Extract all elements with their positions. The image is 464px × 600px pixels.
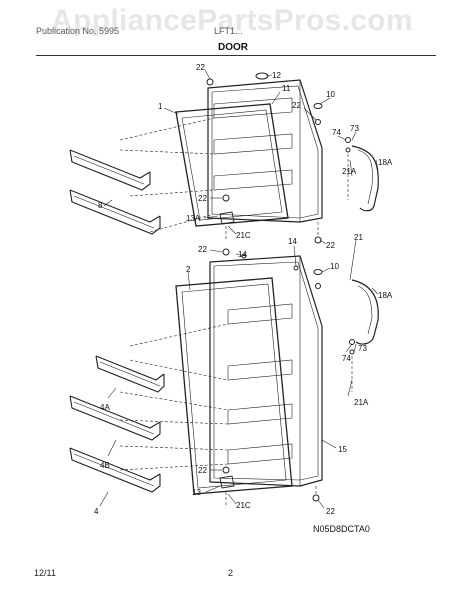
- callout-14: 14: [238, 250, 247, 259]
- callout-12: 12: [272, 71, 281, 80]
- header-rule: [36, 55, 436, 56]
- callout-15: 15: [338, 445, 347, 454]
- callout-21: 21: [354, 233, 363, 242]
- freezer-door-assembly: [69, 72, 379, 244]
- page-number: 2: [228, 568, 234, 578]
- callout-73: 73: [358, 344, 367, 353]
- callout-13: 13: [192, 488, 201, 497]
- callout-21a: 21A: [354, 398, 369, 407]
- callout-74: 74: [342, 354, 351, 363]
- footer-date: 12/11: [34, 568, 56, 578]
- callout-1: 1: [158, 102, 163, 111]
- callout-11: 11: [282, 84, 291, 93]
- callout-22: 22: [198, 466, 207, 475]
- callout-73: 73: [350, 124, 359, 133]
- callout-2: 2: [186, 265, 191, 274]
- callout-21c: 21C: [236, 231, 251, 240]
- model-header: LFT1...: [214, 26, 243, 36]
- callout-13a: 13A: [186, 214, 201, 223]
- figure-code: N05D8DCTA0: [313, 524, 370, 534]
- callout-8: 8: [98, 201, 103, 210]
- callout-10: 10: [330, 262, 339, 271]
- callout-4a: 4A: [100, 403, 110, 412]
- callout-labels: 22 12 11 1 22 10 74 73 18A 21A 8 22 13A …: [94, 63, 393, 516]
- fresh-food-door-assembly: [69, 248, 379, 506]
- callout-21c: 21C: [236, 501, 251, 510]
- watermark: AppliancePartsPros.com: [51, 4, 413, 37]
- callout-22: 22: [326, 241, 335, 250]
- callout-18a: 18A: [378, 291, 393, 300]
- callout-4b: 4B: [100, 461, 110, 470]
- callout-22: 22: [292, 101, 301, 110]
- section-title: DOOR: [218, 42, 248, 53]
- callout-22: 22: [198, 245, 207, 254]
- publication-header: Publication No. 5995: [36, 26, 120, 36]
- callout-4: 4: [94, 507, 99, 516]
- callout-22: 22: [326, 507, 335, 516]
- callout-22: 22: [196, 63, 205, 72]
- leader-lines: [99, 69, 379, 509]
- callout-22: 22: [198, 194, 207, 203]
- callout-10: 10: [326, 90, 335, 99]
- callout-21a: 21A: [342, 167, 357, 176]
- callout-18a: 18A: [378, 158, 393, 167]
- callout-14: 14: [288, 237, 297, 246]
- callout-74: 74: [332, 128, 341, 137]
